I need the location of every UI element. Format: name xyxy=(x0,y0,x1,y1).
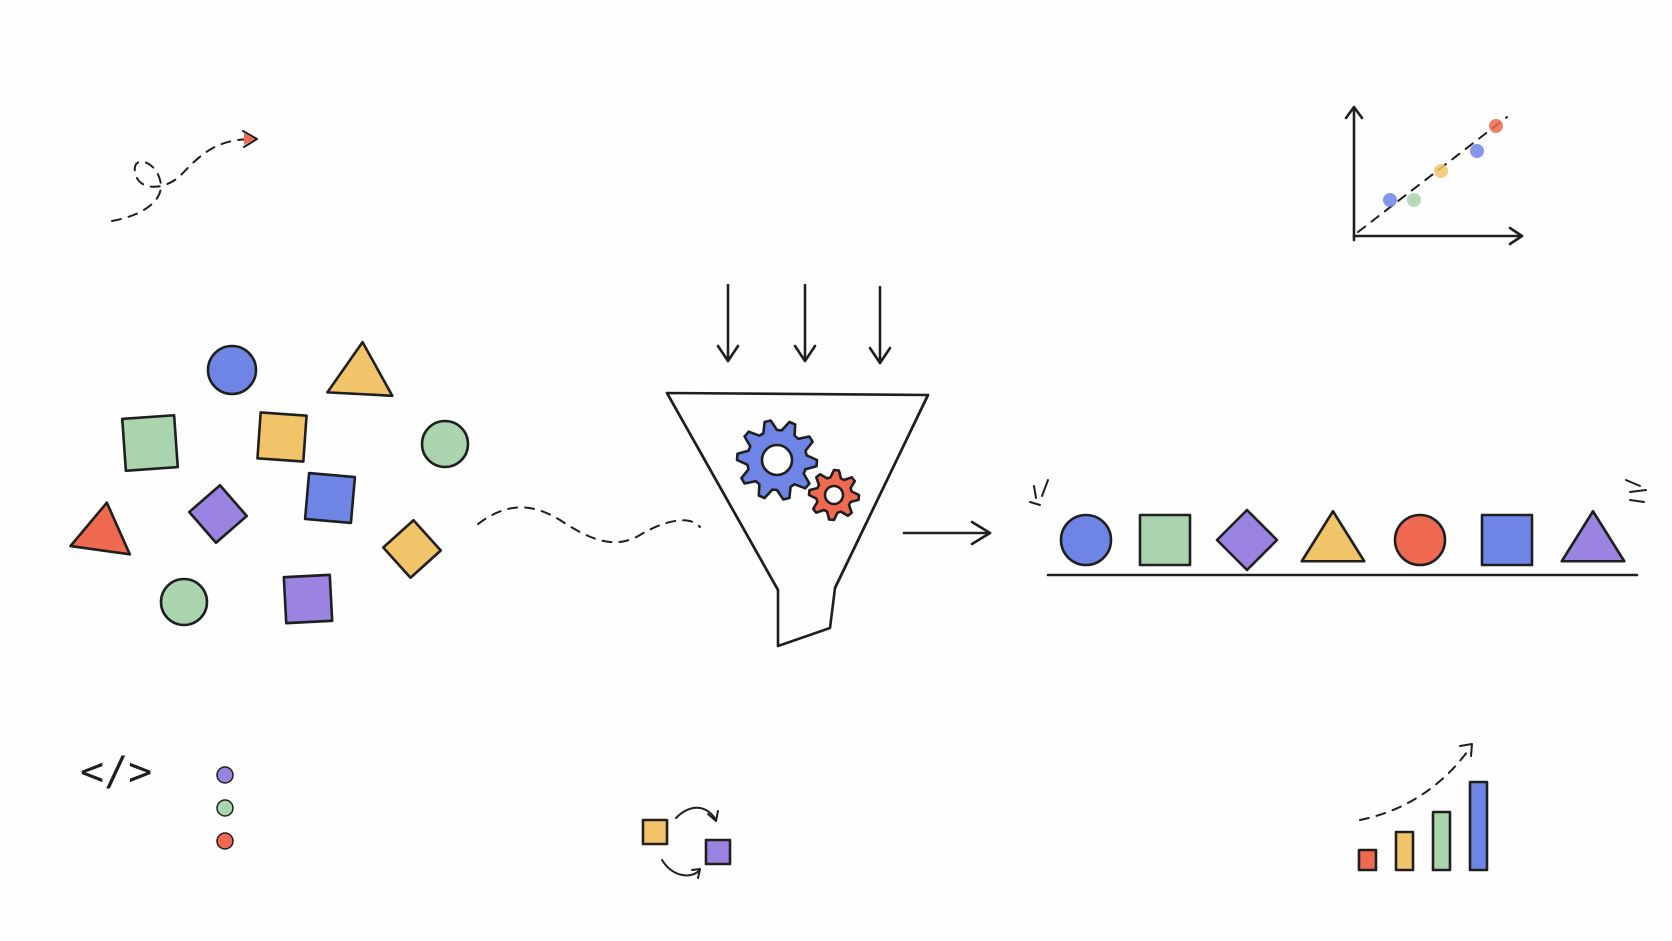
bar-green xyxy=(1431,810,1452,872)
sparkle-right-icon xyxy=(1625,479,1647,503)
scatter-trend-chart-icon xyxy=(1344,105,1524,246)
sorted-yellow-triangle xyxy=(1300,509,1366,563)
wavy-connector-line xyxy=(477,506,701,544)
scattered-yellow-square xyxy=(256,411,308,463)
growth-bar-chart-icon xyxy=(1357,743,1489,872)
red-gear-shape xyxy=(807,468,861,522)
scattered-green-square xyxy=(120,413,180,473)
exchange-square-yellow xyxy=(641,818,669,846)
status-dots-icon xyxy=(216,766,234,850)
red-gear-icon xyxy=(807,468,861,522)
scattered-purple-diamond xyxy=(187,483,249,545)
dashed-loop-path-icon xyxy=(111,130,258,222)
scatter-point-yellow xyxy=(1434,164,1448,178)
scattered-green-circle xyxy=(159,577,209,627)
scatter-point-blue xyxy=(1470,144,1484,158)
sparkle-left-icon xyxy=(1029,479,1049,506)
scattered-red-triangle xyxy=(69,501,132,556)
bar-blue xyxy=(1468,780,1489,872)
code-symbol-icon: </> xyxy=(80,749,152,795)
scattered-yellow-triangle xyxy=(326,340,394,398)
status-dot-green xyxy=(216,799,234,817)
sorted-red-circle xyxy=(1393,513,1447,567)
sorted-green-square xyxy=(1138,513,1192,567)
sorted-purple-triangle xyxy=(1560,509,1626,563)
status-dot-red xyxy=(216,832,234,850)
scatter-point-red xyxy=(1489,119,1503,133)
sorted-blue-square xyxy=(1480,513,1534,567)
bar-red xyxy=(1357,848,1378,872)
unsorted-shapes-cluster xyxy=(69,340,470,627)
sorted-purple-diamond xyxy=(1215,508,1279,572)
blue-gear-shape xyxy=(735,419,819,501)
scattered-yellow-diamond xyxy=(381,518,443,580)
scattered-green-circle xyxy=(420,419,470,469)
sorted-shapes-row xyxy=(1059,508,1626,572)
scattered-blue-circle xyxy=(206,344,258,396)
scatter-point-blue xyxy=(1383,193,1397,207)
bar-yellow xyxy=(1394,830,1415,872)
status-dot-purple xyxy=(216,766,234,784)
output-arrow-icon xyxy=(902,520,992,546)
scattered-blue-square xyxy=(303,471,357,525)
scatter-point-green xyxy=(1407,193,1421,207)
input-arrows-icon xyxy=(716,283,892,365)
exchange-arrows-icon xyxy=(641,806,732,879)
scattered-purple-square xyxy=(282,573,334,625)
funnel-icon xyxy=(665,391,930,648)
sorted-blue-circle xyxy=(1059,513,1113,567)
blue-gear-icon xyxy=(735,419,819,501)
exchange-square-purple xyxy=(704,838,732,866)
